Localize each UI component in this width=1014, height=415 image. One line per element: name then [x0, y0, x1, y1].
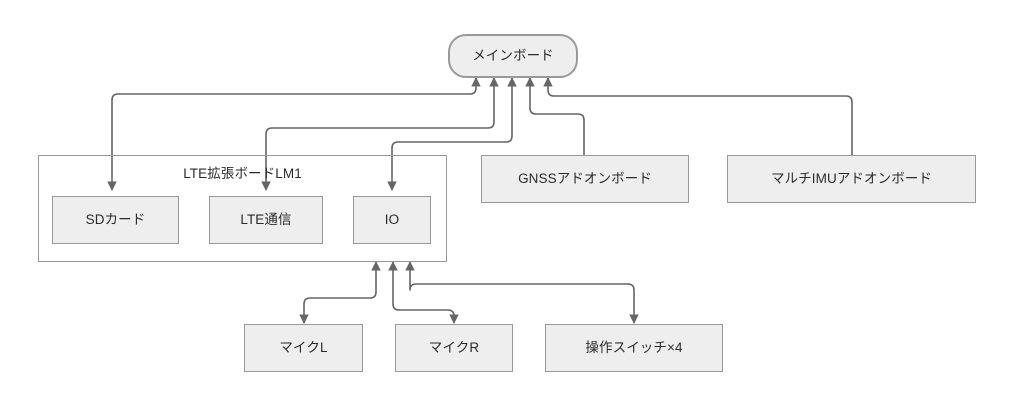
- node-io[interactable]: IO: [353, 196, 431, 244]
- node-mic-l[interactable]: マイクL: [244, 324, 363, 372]
- node-gnss-board-label: GNSSアドオンボード: [518, 170, 652, 186]
- edge-io-to-switches: [405, 261, 639, 324]
- node-mic-l-label: マイクL: [279, 339, 328, 355]
- node-switches[interactable]: 操作スイッチ×4: [545, 324, 723, 372]
- node-lte-comm-label: LTE通信: [240, 211, 292, 227]
- node-multi-imu-board[interactable]: マルチIMUアドオンボード: [727, 155, 976, 203]
- edge-main-board-to-io: [387, 77, 517, 191]
- node-mic-r-label: マイクR: [428, 339, 480, 355]
- node-lte-comm[interactable]: LTE通信: [209, 196, 323, 244]
- node-io-label: IO: [384, 211, 400, 227]
- edge-main-board-to-multi-imu-board: [543, 77, 857, 185]
- node-multi-imu-board-label: マルチIMUアドオンボード: [770, 170, 933, 186]
- node-mic-r[interactable]: マイクR: [395, 324, 513, 372]
- node-gnss-board[interactable]: GNSSアドオンボード: [481, 155, 689, 203]
- node-sd-card-label: SDカード: [85, 211, 146, 227]
- edge-io-to-mic-r: [388, 261, 459, 324]
- node-switches-label: 操作スイッチ×4: [585, 339, 683, 355]
- group-lte-expansion-board-title: LTE拡張ボードLM1: [183, 166, 302, 181]
- edge-io-to-mic-l: [299, 261, 381, 324]
- node-main-board-label: メインボード: [472, 47, 554, 63]
- node-sd-card[interactable]: SDカード: [52, 196, 179, 244]
- node-main-board[interactable]: メインボード: [448, 34, 578, 78]
